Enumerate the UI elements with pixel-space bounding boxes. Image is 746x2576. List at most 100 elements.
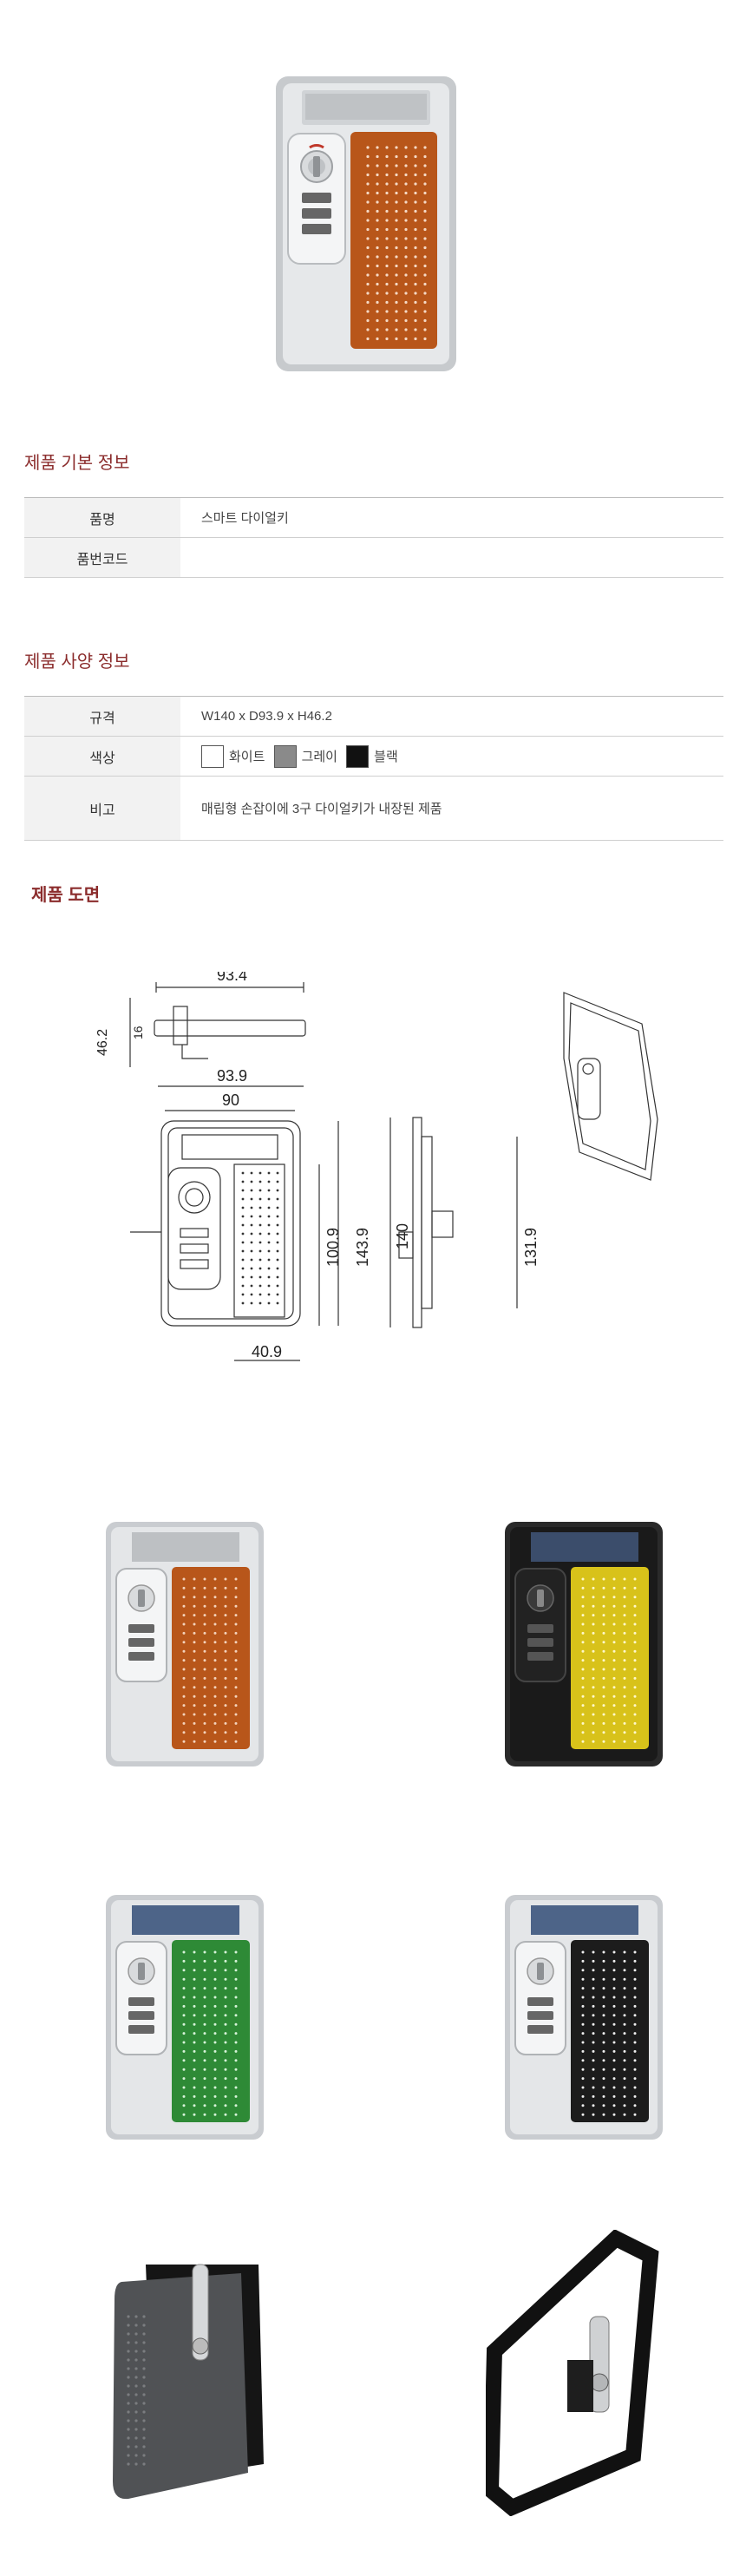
vent-dot	[404, 191, 408, 195]
vent-dot	[633, 1596, 637, 1599]
vent-dot	[602, 1996, 605, 1999]
vent-dot	[213, 1622, 217, 1626]
vent-dot	[423, 264, 427, 268]
vent-dot	[592, 2004, 595, 2008]
gallery-image-black-yellow	[501, 1518, 666, 1770]
vent-dot	[366, 282, 370, 286]
vent-dot	[581, 2077, 585, 2081]
vent-dot	[224, 2022, 227, 2026]
vent-dot	[385, 146, 389, 149]
vent-dot	[193, 2059, 196, 2062]
vent-dot	[241, 1267, 245, 1270]
vent-dot	[182, 1694, 186, 1698]
table-row: 규격 W140 x D93.9 x H46.2	[24, 696, 723, 737]
vent-dot	[376, 337, 379, 341]
basic-info-title: 제품 기본 정보	[24, 454, 130, 473]
vent-dot	[376, 282, 379, 286]
vent-dot	[224, 2068, 227, 2071]
vent-dot	[602, 1604, 605, 1608]
vent-dot	[395, 264, 398, 268]
vent-dot	[134, 2350, 138, 2353]
vent-dot	[623, 1704, 626, 1708]
vent-dot	[213, 2113, 217, 2116]
vent-dot	[612, 1977, 616, 1981]
gallery-image-white-black	[501, 1891, 666, 2143]
vent-dot	[395, 227, 398, 232]
vent-dot	[602, 1987, 605, 1990]
vent-dot	[404, 300, 408, 305]
vent-dot	[276, 1267, 279, 1270]
vent-dot	[612, 1721, 616, 1725]
vent-dot	[623, 1577, 626, 1581]
vent-dot	[376, 219, 379, 222]
vent-dot	[633, 1622, 637, 1626]
vent-dot	[224, 1721, 227, 1725]
vent-dot	[623, 1686, 626, 1689]
vent-dot	[404, 227, 408, 232]
vent-dot	[224, 1676, 227, 1680]
vent-dot	[213, 1721, 217, 1725]
vent-dot	[127, 2402, 130, 2405]
vent-dot	[623, 2049, 626, 2053]
vent-dot	[258, 1241, 262, 1244]
vent-dot	[623, 2032, 626, 2035]
vent-dot	[602, 2014, 605, 2017]
vent-dot	[182, 1622, 186, 1626]
vent-dot	[385, 209, 389, 213]
vent-dot	[581, 1950, 585, 1954]
vent-dot	[376, 227, 379, 232]
vent-dot	[612, 1577, 616, 1581]
vent-dot	[592, 2014, 595, 2017]
vent-dot	[224, 1950, 227, 1954]
vent-dot	[142, 2367, 146, 2370]
vent-dot	[234, 1604, 238, 1608]
vent-dot	[241, 1258, 245, 1262]
vent-dot	[612, 2104, 616, 2107]
vent-dot	[193, 1586, 196, 1590]
vent-dot	[250, 1275, 253, 1279]
vent-dot	[182, 1721, 186, 1725]
vent-dot	[193, 1694, 196, 1698]
vent-dot	[623, 2041, 626, 2044]
vent-dot	[224, 1959, 227, 1963]
dim-front-h1: 100.9	[324, 1228, 342, 1267]
vent-dot	[414, 191, 417, 195]
vent-dot	[234, 1686, 238, 1689]
vent-dot	[602, 2032, 605, 2035]
vent-dot	[602, 1969, 605, 1972]
vent-dot	[581, 1996, 585, 1999]
vent-dot	[592, 1731, 595, 1734]
vent-dot	[250, 1223, 253, 1227]
vent-dot	[385, 227, 389, 232]
vent-dot	[385, 282, 389, 286]
vent-dot	[404, 173, 408, 177]
vent-dot	[213, 1996, 217, 1999]
vent-dot	[203, 2068, 206, 2071]
vent-dot	[404, 282, 408, 286]
vent-dot	[376, 154, 379, 159]
vent-dot	[182, 1740, 186, 1743]
vent-dot	[633, 1631, 637, 1635]
vent-dot	[633, 2014, 637, 2017]
vent-dot	[581, 1649, 585, 1653]
vent-dot	[213, 1577, 217, 1581]
vent-dot	[366, 292, 370, 295]
vent-dot	[366, 154, 370, 159]
vent-dot	[592, 2059, 595, 2062]
vent-dot	[414, 173, 417, 177]
vent-dot	[623, 1596, 626, 1599]
vent-dot	[376, 255, 379, 259]
vent-dot	[612, 1740, 616, 1743]
vent-dot	[203, 2104, 206, 2107]
vent-dot	[404, 273, 408, 277]
vent-dot	[182, 2113, 186, 2116]
vent-dot	[142, 2462, 146, 2466]
vent-dot	[224, 1659, 227, 1662]
vent-dot	[234, 1614, 238, 1617]
vent-dot	[234, 1586, 238, 1590]
vent-dot	[203, 2094, 206, 2098]
vent-dot	[203, 1659, 206, 1662]
vent-dot	[193, 1977, 196, 1981]
vent-dot	[250, 1189, 253, 1192]
vent-dot	[203, 2004, 206, 2008]
